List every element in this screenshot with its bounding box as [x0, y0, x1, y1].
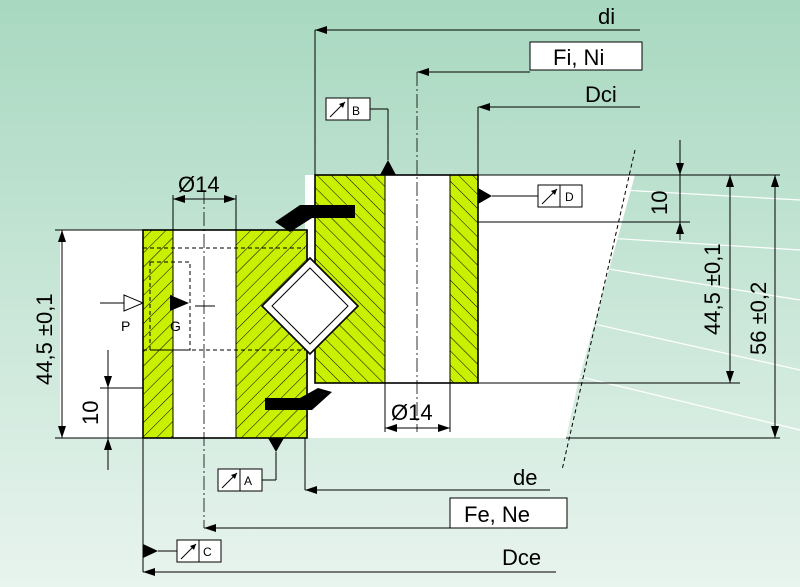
label-dia14-top: Ø14: [178, 172, 220, 197]
seal-bottom: [265, 388, 332, 410]
mark-g: [170, 295, 189, 311]
datum-a-frame: [217, 438, 284, 492]
edge-dashed: [561, 149, 636, 471]
datum-b-label: B: [352, 104, 360, 118]
dim-fi-ni: [417, 41, 643, 76]
datum-d-label: D: [565, 190, 574, 204]
dim-right: [478, 140, 780, 439]
datum-a-label: A: [244, 474, 252, 488]
label-dim-10-left: 10: [78, 401, 103, 425]
label-fi-ni: Fi, Ni: [553, 45, 604, 70]
datum-c-frame: [143, 539, 222, 563]
label-dia14-bottom: Ø14: [391, 400, 433, 425]
construction-lines: [477, 181, 800, 431]
label-di: di: [598, 4, 615, 29]
dim-left: [55, 229, 143, 470]
label-p: P: [121, 318, 130, 334]
roller-element: [260, 256, 360, 356]
label-dci: Dci: [585, 82, 617, 107]
dim-dia14-bottom: [384, 383, 451, 432]
label-de: de: [513, 465, 537, 490]
dim-de: [304, 438, 550, 494]
seal-top: [275, 205, 355, 232]
dim-di: [314, 26, 640, 175]
label-dim-56: 56 ±0,2: [746, 282, 771, 355]
label-dim-10-right: 10: [647, 191, 672, 215]
dim-dia14-top: [172, 195, 237, 230]
label-g: G: [170, 318, 181, 334]
datum-b-frame: [325, 97, 396, 175]
dim-fe-ne: [204, 497, 568, 532]
mark-p: [100, 294, 145, 312]
label-dim-44-5-right: 44,5 ±0,1: [700, 243, 725, 335]
label-dim-44-5-left: 44,5 ±0,1: [32, 293, 57, 385]
label-fe-ne: Fe, Ne: [464, 502, 530, 527]
datum-c-label: C: [203, 545, 212, 559]
label-dce: Dce: [502, 545, 541, 570]
dim-dci: [477, 103, 640, 175]
datum-d-frame: [478, 184, 583, 208]
lower-table-area: [305, 383, 578, 438]
